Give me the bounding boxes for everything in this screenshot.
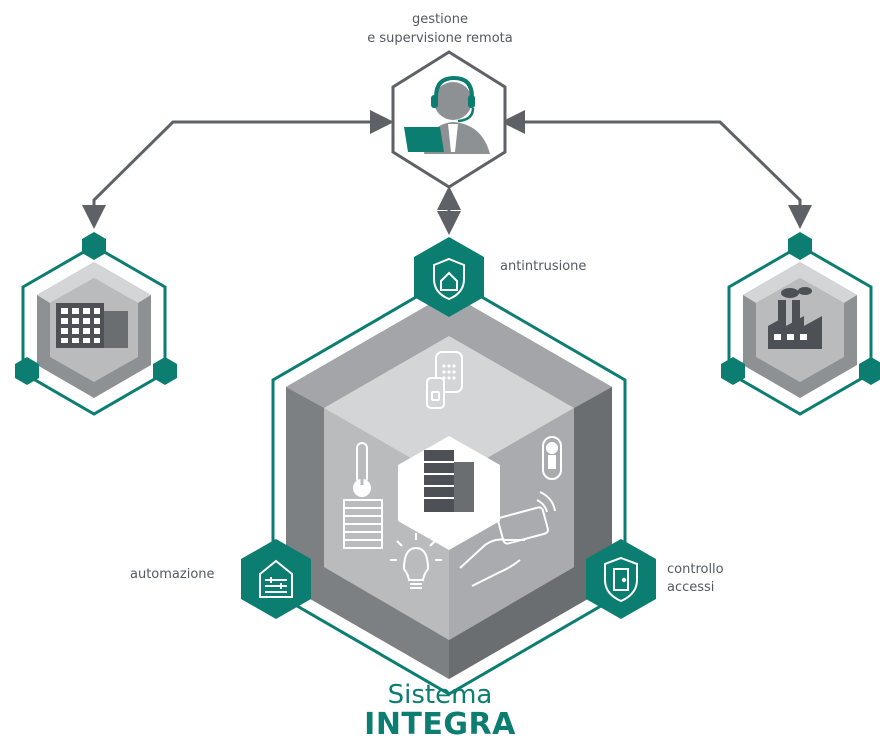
controllo-accessi-label-line1: controllo <box>667 562 724 577</box>
factory-node <box>721 232 880 416</box>
central-system-node <box>241 237 656 696</box>
light-bulb-icon <box>390 533 442 589</box>
office-tower-icon <box>424 450 474 512</box>
controllo-accessi-label-line2: accessi <box>667 580 715 595</box>
door-lock-icon <box>542 436 562 480</box>
remote-supervision-label-line2: e supervisione remota <box>367 31 513 46</box>
office-building-node <box>15 232 177 416</box>
brand-sistema: Sistema <box>387 680 493 710</box>
antintrusione-badge <box>414 237 484 317</box>
controllo-accessi-badge <box>586 539 656 619</box>
roller-shutter-icon <box>343 499 383 549</box>
thermometer-icon <box>353 442 371 497</box>
remote-supervision-node <box>391 50 507 189</box>
brand-integra: INTEGRA <box>364 707 516 742</box>
factory-icon <box>768 287 822 349</box>
remote-supervision-label: gestione e supervisione remota <box>340 10 540 48</box>
office-building-icon <box>56 303 128 348</box>
connector-arrows <box>82 110 812 235</box>
arrow-right <box>501 110 812 229</box>
door-shield-icon <box>604 556 638 603</box>
antintrusione-label: antintrusione <box>500 259 587 274</box>
hand-card-icon <box>459 491 556 587</box>
keypad-icon <box>426 351 463 409</box>
arrow-left <box>82 110 394 229</box>
automazione-label: automazione <box>130 567 215 582</box>
controllo-accessi-label: controllo accessi <box>667 561 724 597</box>
operator-headset-icon <box>404 75 490 154</box>
house-shield-icon <box>433 257 465 301</box>
automazione-badge <box>241 539 311 619</box>
remote-supervision-label-line1: gestione <box>412 12 468 27</box>
automation-house-icon <box>259 559 293 598</box>
